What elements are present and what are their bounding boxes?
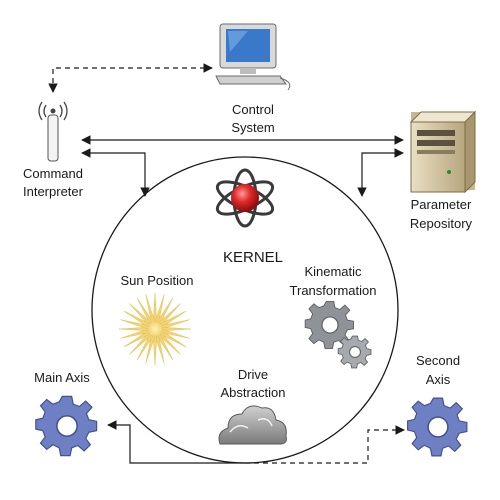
parameter-repository-label-2: Repository xyxy=(410,216,473,231)
gears-icon xyxy=(304,300,372,369)
kinematic-label-1: Kinematic xyxy=(304,264,362,279)
server-icon xyxy=(409,110,477,194)
parameter-repository-label-1: Parameter xyxy=(411,197,472,212)
sun-icon xyxy=(118,292,192,366)
cloud-icon xyxy=(218,405,287,445)
atom-icon xyxy=(215,168,275,228)
drive-abstraction-label-2: Abstraction xyxy=(220,385,285,400)
main-axis-gear-icon xyxy=(35,395,98,457)
sun-position-label: Sun Position xyxy=(121,273,194,288)
main-axis-connector xyxy=(107,420,245,464)
control-system-label-1: Control xyxy=(232,102,274,117)
command-interpreter-label-1: Command xyxy=(23,166,83,181)
main-axis-label: Main Axis xyxy=(34,370,90,385)
connectors xyxy=(48,63,405,464)
interpreter-kernel-connector xyxy=(81,148,150,197)
second-axis-label-1: Second xyxy=(416,353,460,368)
second-axis-label-2: Axis xyxy=(426,372,451,387)
monitor-icon xyxy=(215,23,291,91)
command-interpreter-label-2: Interpreter xyxy=(23,184,84,199)
second-axis-connector xyxy=(245,425,405,464)
dashed-connector-control xyxy=(48,63,213,93)
second-axis-gear-icon xyxy=(407,397,468,457)
antenna-icon xyxy=(38,101,68,162)
control-system-label-2: System xyxy=(231,120,274,135)
repository-kernel-connector xyxy=(357,148,404,197)
kernel-label: KERNEL xyxy=(223,249,283,266)
kinematic-label-2: Transformation xyxy=(290,283,377,298)
drive-abstraction-label-1: Drive xyxy=(238,367,268,382)
